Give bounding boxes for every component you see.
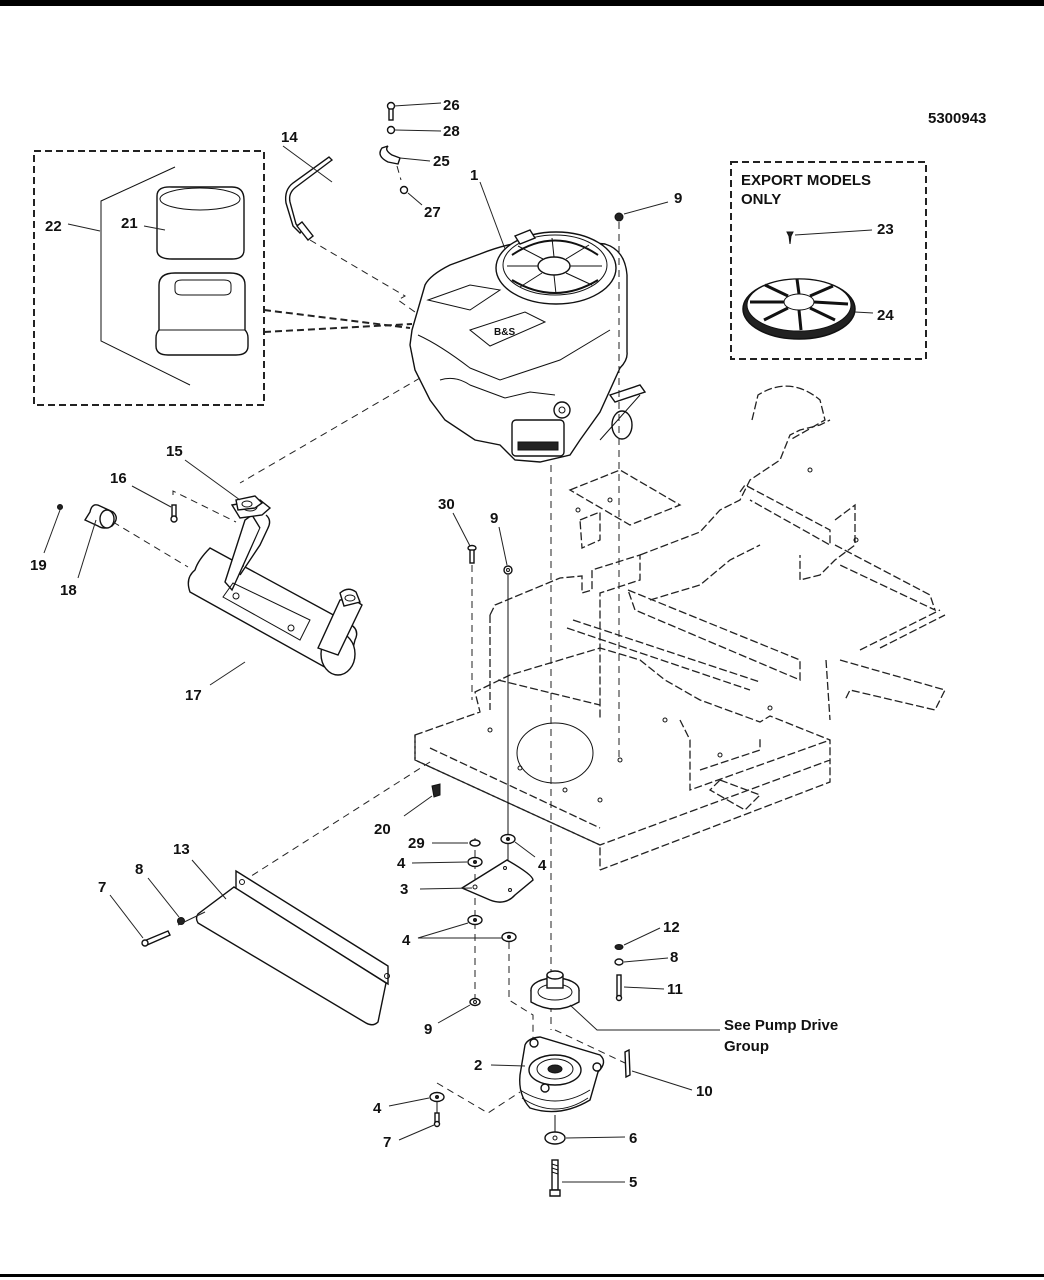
callout-4-b: 4 bbox=[538, 857, 547, 874]
heat-shield-part bbox=[197, 871, 390, 1025]
export-models-box: EXPORT MODELS ONLY 23 24 bbox=[731, 162, 926, 359]
callout-4-a: 4 bbox=[397, 855, 406, 872]
clamp-hardware: 26 28 25 27 bbox=[380, 97, 460, 221]
callout-2: 2 bbox=[474, 1057, 482, 1074]
export-box-title-line1: EXPORT MODELS bbox=[741, 172, 871, 189]
callout-13: 13 bbox=[173, 841, 190, 858]
chassis-frame bbox=[415, 386, 945, 870]
callout-10: 10 bbox=[696, 1083, 713, 1100]
callout-12: 12 bbox=[663, 919, 680, 936]
reference-note-line2: Group bbox=[724, 1038, 769, 1055]
callout-18: 18 bbox=[60, 582, 77, 599]
pre-cleaner-sleeve-part bbox=[157, 187, 244, 259]
spark-arrestor-part bbox=[85, 505, 116, 528]
pto-clutch-part bbox=[520, 1037, 604, 1112]
callout-9-top: 9 bbox=[674, 190, 682, 207]
callout-17: 17 bbox=[185, 687, 202, 704]
callout-26: 26 bbox=[443, 97, 460, 114]
callout-6: 6 bbox=[629, 1130, 637, 1147]
pump-drive-pulley-part bbox=[531, 971, 579, 1009]
callout-4-d: 4 bbox=[373, 1100, 382, 1117]
engine-part: B&S bbox=[410, 230, 645, 462]
washer-29 bbox=[470, 840, 480, 846]
callout-23: 23 bbox=[877, 221, 894, 238]
callout-19: 19 bbox=[30, 557, 47, 574]
air-filter-group-box: 21 22 bbox=[34, 151, 412, 405]
callout-16: 16 bbox=[110, 470, 127, 487]
callout-15: 15 bbox=[166, 443, 183, 460]
debris-screen-part bbox=[743, 279, 855, 339]
callout-30: 30 bbox=[438, 496, 455, 513]
callout-28: 28 bbox=[443, 123, 460, 140]
callout-5: 5 bbox=[629, 1174, 637, 1191]
callout-9-bottom: 9 bbox=[424, 1021, 432, 1038]
breather-tube-part bbox=[286, 157, 332, 240]
callout-3: 3 bbox=[400, 881, 408, 898]
callout-11: 11 bbox=[667, 981, 683, 998]
drawing-number: 5300943 bbox=[928, 110, 986, 127]
callout-21: 21 bbox=[121, 215, 138, 232]
export-box-title-line2: ONLY bbox=[741, 191, 781, 208]
svg-text:B&S: B&S bbox=[494, 327, 515, 338]
callout-22: 22 bbox=[45, 218, 62, 235]
callout-7-left: 7 bbox=[98, 879, 106, 896]
callout-9-middle: 9 bbox=[490, 510, 498, 527]
callout-29: 29 bbox=[408, 835, 425, 852]
bolt-30 bbox=[468, 546, 476, 564]
callout-25: 25 bbox=[433, 153, 450, 170]
air-filter-element-part bbox=[156, 273, 248, 355]
callout-7-right: 7 bbox=[383, 1134, 391, 1151]
callout-4-c: 4 bbox=[402, 932, 411, 949]
callout-20: 20 bbox=[374, 821, 391, 838]
callout-14: 14 bbox=[281, 129, 298, 146]
callout-1: 1 bbox=[470, 167, 478, 184]
muffler-part bbox=[188, 500, 362, 675]
reference-note-line1: See Pump Drive bbox=[724, 1017, 838, 1034]
callout-8-left: 8 bbox=[135, 861, 143, 878]
callout-24: 24 bbox=[877, 307, 894, 324]
callout-8-right: 8 bbox=[670, 949, 678, 966]
callout-27: 27 bbox=[424, 204, 441, 221]
